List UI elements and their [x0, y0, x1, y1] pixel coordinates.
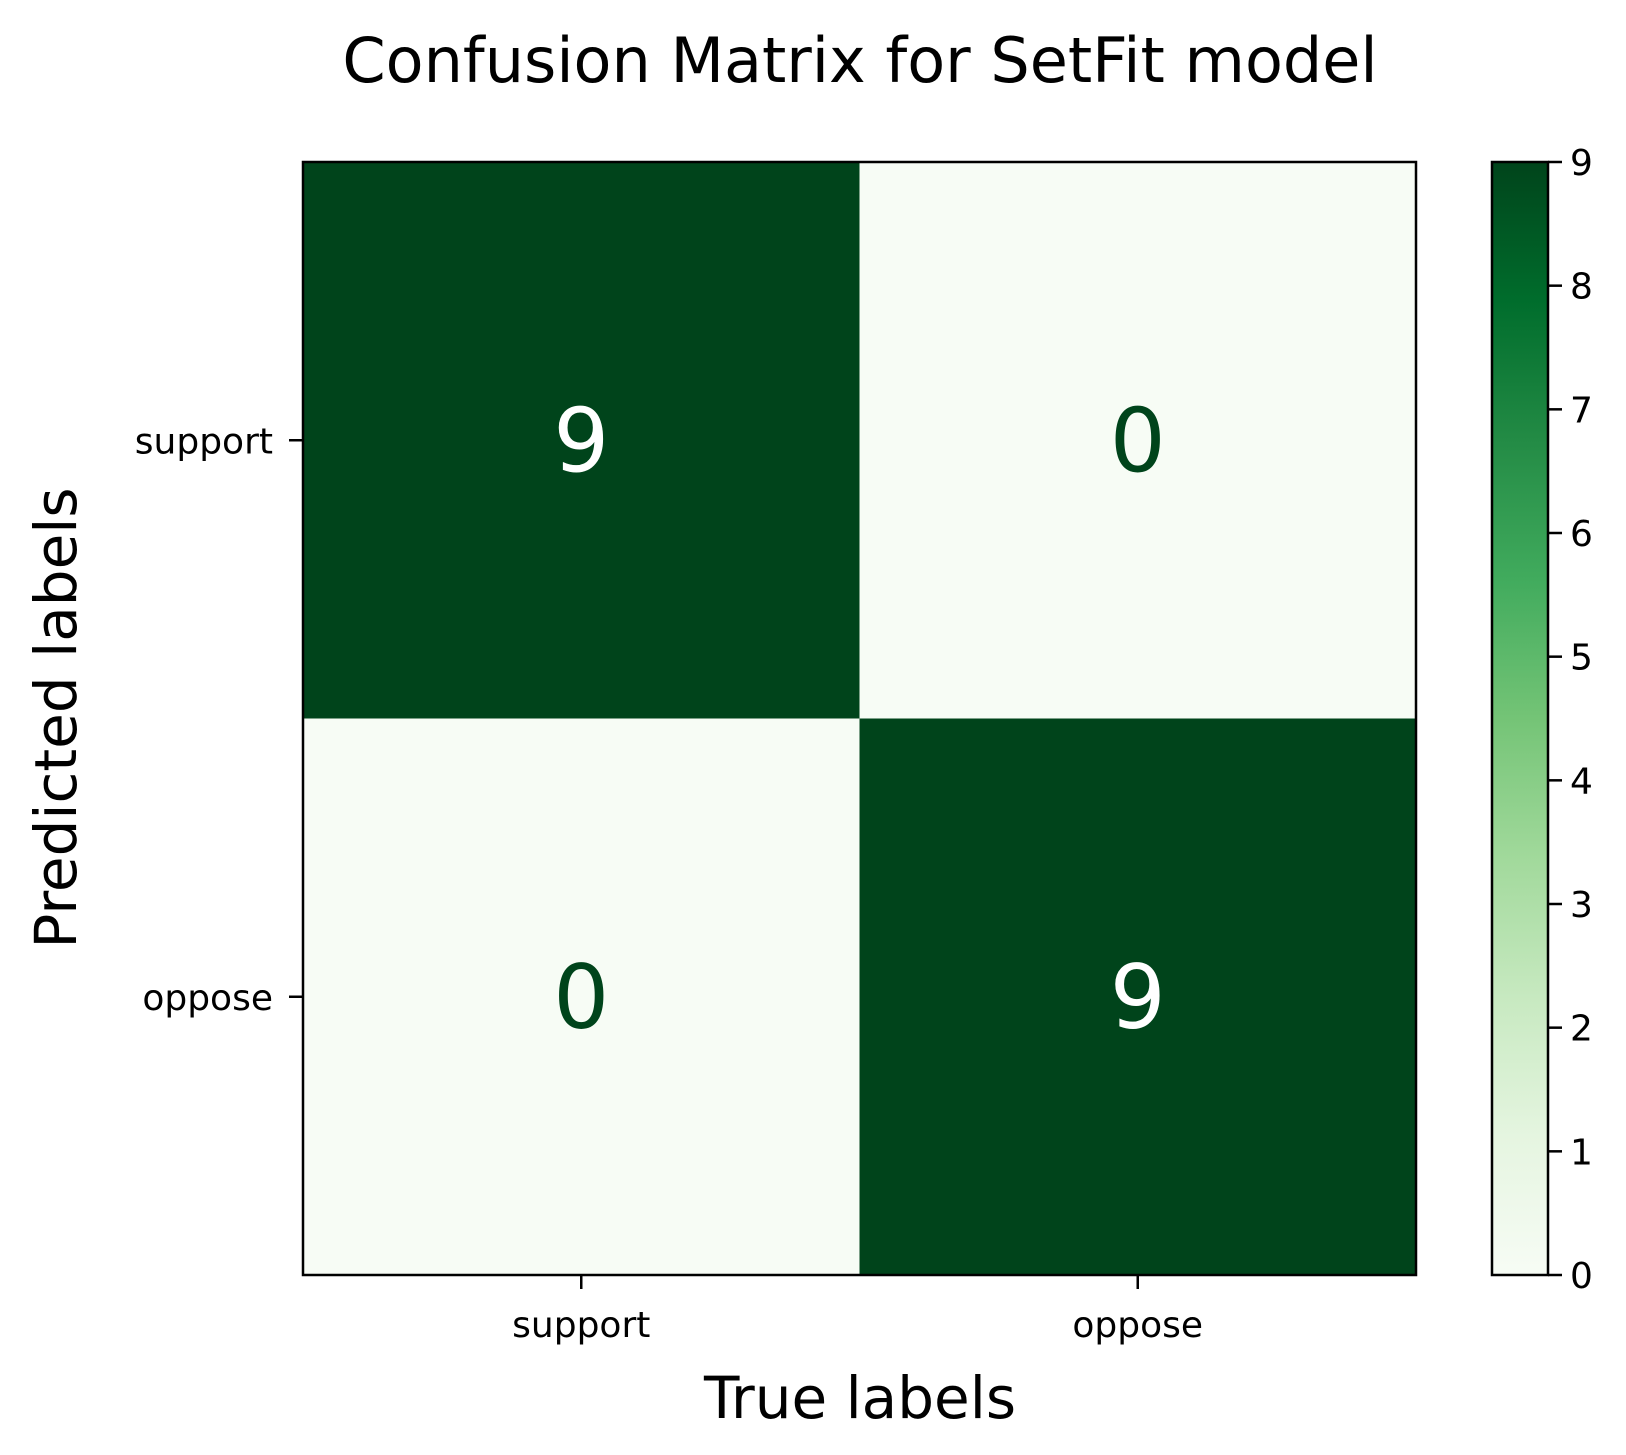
- colorbar-tick-label-2: 2: [1570, 1009, 1593, 1050]
- colorbar-tick-label-7: 7: [1570, 390, 1593, 431]
- y-axis-label: Predicted labels: [22, 487, 90, 948]
- colorbar-tick-label-8: 8: [1570, 267, 1593, 308]
- colorbar-tick-label-3: 3: [1570, 885, 1593, 926]
- y-tick-label-oppose: oppose: [142, 978, 273, 1019]
- y-tick-label-support: support: [135, 421, 273, 462]
- colorbar-tick-label-6: 6: [1570, 514, 1593, 555]
- colorbar-tick-label-4: 4: [1570, 761, 1593, 802]
- colorbar: [1490, 160, 1550, 1277]
- x-axis-label: True labels: [703, 1364, 1016, 1432]
- heatmap-cell-labels: 9 0 0 9: [553, 389, 1166, 1049]
- cell-value-r1-c1: 9: [1110, 946, 1166, 1049]
- colorbar-ticks: 0 1 2 3 4 5 6 7 8 9: [1548, 143, 1593, 1297]
- plot-frame: [301, 160, 1418, 1277]
- cell-value-r0-c1: 0: [1110, 389, 1166, 492]
- heatmap-cell-r1-c0: [303, 718, 860, 1276]
- colorbar-tick-label-1: 1: [1570, 1132, 1593, 1173]
- x-axis-ticks: support oppose: [512, 1275, 1203, 1346]
- y-axis-ticks: support oppose: [135, 421, 303, 1019]
- x-tick-label-support: support: [512, 1305, 650, 1346]
- cell-value-r0-c0: 9: [553, 389, 609, 492]
- colorbar-tick-label-0: 0: [1570, 1256, 1593, 1297]
- colorbar-tick-label-9: 9: [1570, 143, 1593, 184]
- heatmap-cell-r0-c1: [859, 162, 1417, 719]
- heatmap-cell-r1-c1: [859, 718, 1417, 1276]
- x-tick-label-oppose: oppose: [1072, 1305, 1203, 1346]
- cell-value-r1-c0: 0: [553, 946, 609, 1049]
- chart-title: Confusion Matrix for SetFit model: [342, 24, 1377, 97]
- heatmap-cell-r0-c0: [303, 162, 860, 719]
- heatmap-cells: [303, 162, 1417, 1276]
- colorbar-tick-label-5: 5: [1570, 638, 1593, 679]
